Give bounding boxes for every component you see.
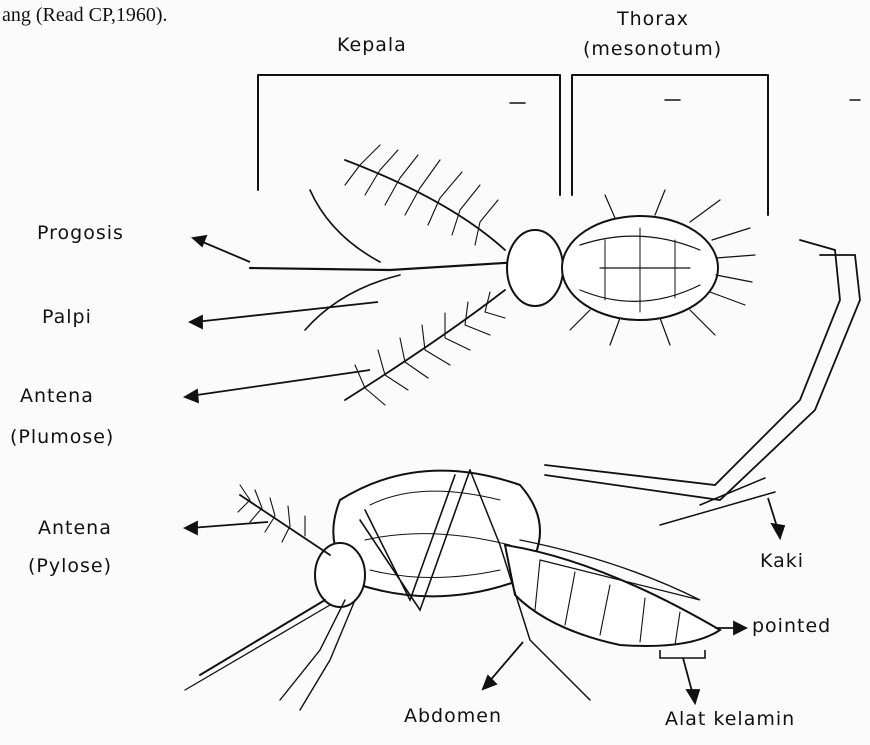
label-antena-plumose: Antena [20, 385, 94, 407]
label-palpi: Palpi [42, 306, 92, 328]
kepala-bracket [258, 75, 560, 195]
label-mesonotum: (mesonotum) [583, 38, 722, 60]
label-thorax: Thorax [617, 8, 689, 30]
antenna-upper [345, 160, 505, 250]
antenna-lower [345, 290, 505, 400]
bottom-mosquito [185, 470, 720, 710]
label-pylose: (Pylose) [28, 555, 112, 577]
proboscis [250, 262, 520, 270]
label-progosis: Progosis [37, 222, 124, 244]
top-head [507, 230, 563, 306]
label-kaki: Kaki [760, 550, 804, 572]
bottom-head [315, 543, 365, 607]
antenna-pylose [240, 495, 330, 555]
thorax-bracket [572, 75, 768, 215]
label-pointed: pointed [752, 615, 831, 637]
label-plumose: (Plumose) [10, 426, 114, 448]
label-kepala: Kepala [337, 34, 407, 56]
label-abdomen: Abdomen [404, 705, 502, 727]
label-antena-pylose: Antena [38, 517, 112, 539]
palpi-shape [310, 190, 380, 262]
bottom-abdomen [505, 545, 720, 646]
label-alat-kelamin: Alat kelamin [665, 708, 795, 730]
